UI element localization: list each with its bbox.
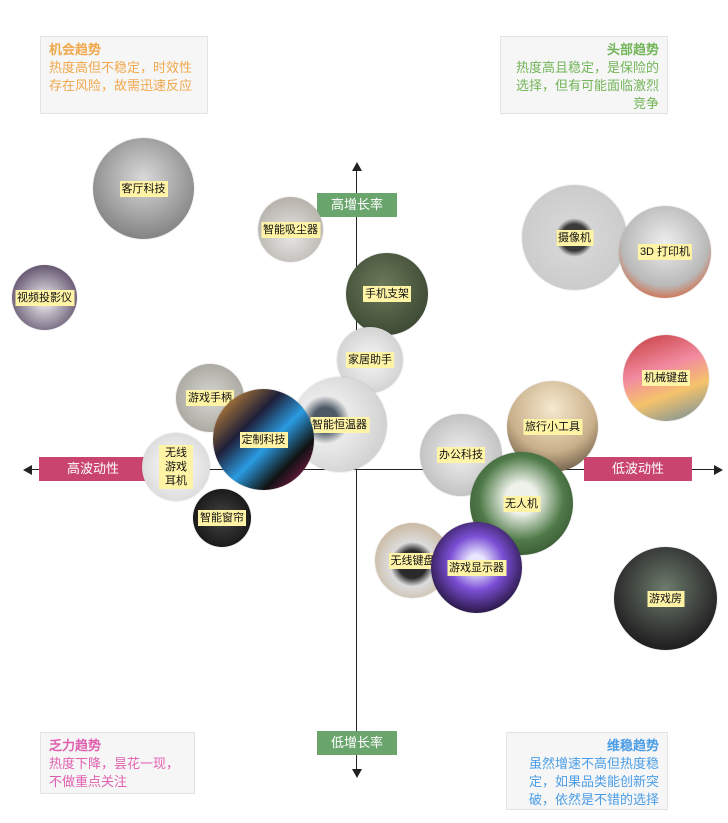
axis-label-high-growth: 高增长率 <box>317 193 397 217</box>
vertical-axis <box>356 170 357 770</box>
bubble-label: 游戏房 <box>647 590 684 607</box>
bubble-label: 游戏显示器 <box>447 559 506 576</box>
arrow-up-icon <box>352 162 362 171</box>
bubble-wireless-gaming-earphones[interactable]: 无线 游戏耳机 <box>142 433 210 501</box>
bubble-label: 家居助手 <box>346 352 394 368</box>
quadrant-weak: 乏力趋势 热度下降，昙花一现，不做重点关注 <box>40 732 195 794</box>
bubble-label: 无线键盘 <box>388 552 437 569</box>
bubble-camera[interactable]: 摄像机 <box>522 185 627 290</box>
arrow-right-icon <box>714 465 723 475</box>
quadrant-title: 头部趋势 <box>606 42 659 57</box>
axis-label-low-volatility: 低波动性 <box>584 457 692 481</box>
quadrant-desc: 热度高但不稳定，时效性存在风险，故需迅速反应 <box>49 60 193 93</box>
bubble-label: 手机支架 <box>363 286 411 302</box>
bubble-label: 定制科技 <box>239 431 288 448</box>
horizontal-axis <box>30 469 718 470</box>
bubble-label: 视频投影仪 <box>15 289 74 306</box>
bubble-label: 智能吸尘器 <box>261 221 320 238</box>
bubble-living-room-tech[interactable]: 客厅科技 <box>93 138 194 239</box>
quadrant-title: 乏力趋势 <box>49 738 102 753</box>
bubble-gaming-monitor[interactable]: 游戏显示器 <box>431 522 522 613</box>
bubble-label: 智能窗帘 <box>198 510 246 526</box>
bubble-game-room[interactable]: 游戏房 <box>614 547 717 650</box>
bubble-label: 摄像机 <box>556 229 593 246</box>
bubble-smart-vacuum[interactable]: 智能吸尘器 <box>258 197 323 262</box>
bubble-3d-printer[interactable]: 3D 打印机 <box>619 206 711 298</box>
axis-label-high-volatility: 高波动性 <box>39 457 147 481</box>
arrow-down-icon <box>352 769 362 778</box>
quadrant-desc: 热度下降，昙花一现，不做重点关注 <box>49 756 180 789</box>
bubble-label: 智能恒温器 <box>310 416 369 433</box>
bubble-label: 无线 游戏耳机 <box>159 445 193 489</box>
bubble-mechanical-keyboard[interactable]: 机械键盘 <box>623 335 709 421</box>
quadrant-opportunity: 机会趋势 热度高但不稳定，时效性存在风险，故需迅速反应 <box>40 36 208 114</box>
bubble-label: 旅行小工具 <box>523 418 582 435</box>
quadrant-title: 机会趋势 <box>49 42 102 57</box>
bubble-label: 无人机 <box>503 495 540 512</box>
bubble-smart-curtain[interactable]: 智能窗帘 <box>193 489 251 547</box>
quadrant-desc: 热度高且稳定，是保险的选择，但有可能面临激烈竞争 <box>515 60 659 111</box>
quadrant-desc: 虽然增速不高但热度稳定，如果品类能创新突破，依然是不错的选择 <box>528 756 659 807</box>
bubble-label: 办公科技 <box>437 447 485 463</box>
bubble-phone-stand[interactable]: 手机支架 <box>346 253 428 335</box>
bubble-label: 客厅科技 <box>119 180 168 197</box>
bubble-label: 机械键盘 <box>642 370 690 386</box>
quadrant-title: 维稳趋势 <box>606 738 659 753</box>
bubble-label: 游戏手柄 <box>186 390 234 406</box>
axis-label-low-growth: 低增长率 <box>317 731 397 755</box>
quadrant-stable: 维稳趋势 虽然增速不高但热度稳定，如果品类能创新突破，依然是不错的选择 <box>506 732 668 810</box>
bubble-video-projector[interactable]: 视频投影仪 <box>12 265 77 330</box>
bubble-label: 3D 打印机 <box>637 244 693 260</box>
arrow-left-icon <box>23 465 32 475</box>
quadrant-head: 头部趋势 热度高且稳定，是保险的选择，但有可能面临激烈竞争 <box>500 36 668 114</box>
bubble-custom-tech[interactable]: 定制科技 <box>213 389 314 490</box>
